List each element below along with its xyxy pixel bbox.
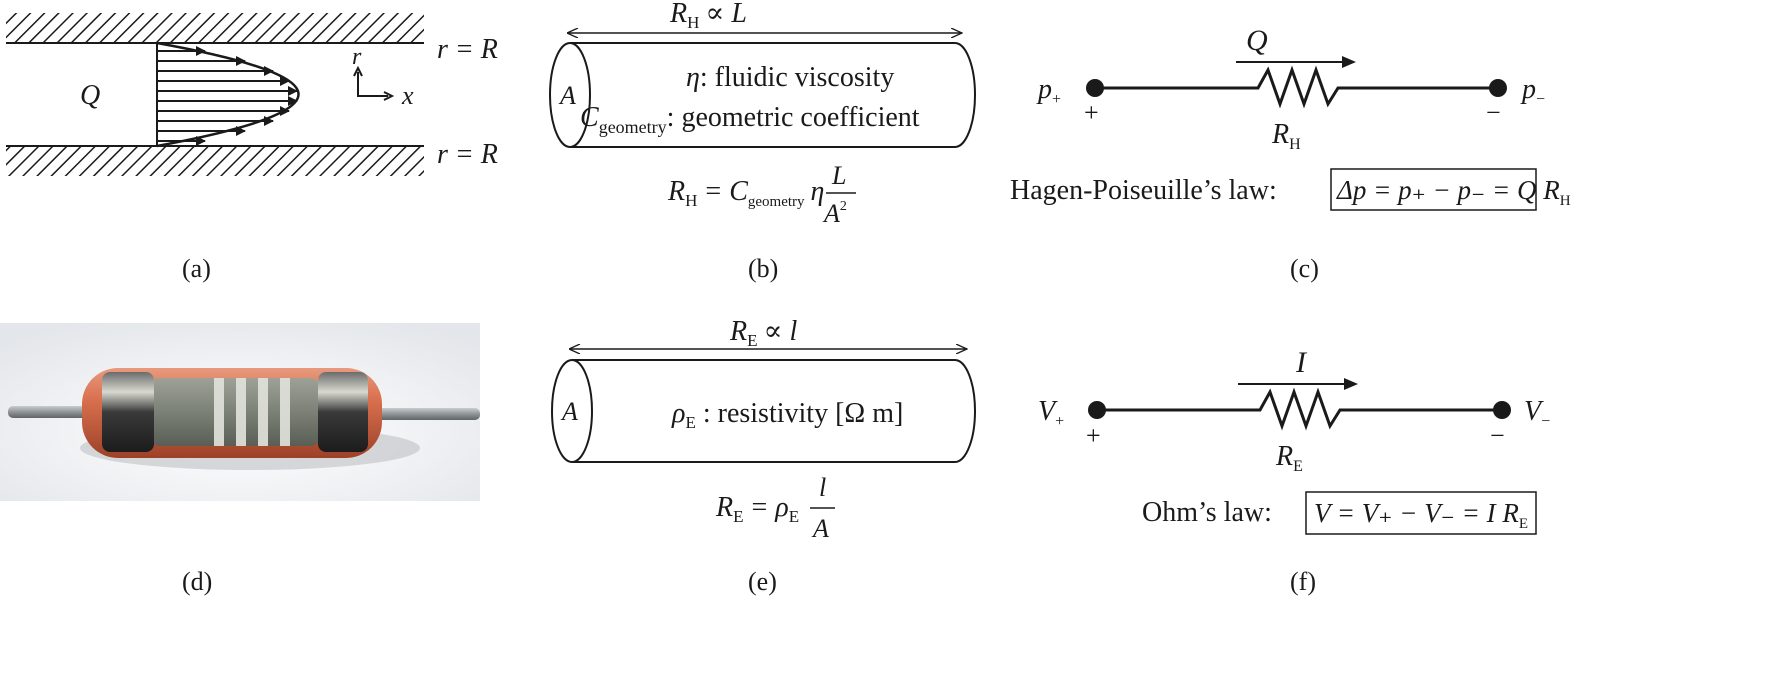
lead-wire-right <box>375 408 480 420</box>
resistivity-legend: ρE : resistivity [Ω m] <box>671 398 903 432</box>
label-p-plus: p+ <box>1036 74 1061 108</box>
end-cap-right <box>318 372 368 452</box>
geometry-legend: Cgeometry: geometric coefficient <box>580 102 920 137</box>
coordinate-axes <box>357 72 388 97</box>
viscosity-legend: η: fluidic viscosity <box>686 62 894 93</box>
svg-text:L: L <box>831 161 846 190</box>
caption-e: (e) <box>748 567 777 596</box>
wall-bottom-label: r = R <box>437 139 498 170</box>
length-relation: RE∝ l <box>729 316 797 350</box>
caption-a: (a) <box>182 254 211 283</box>
svg-text:A: A <box>811 514 829 543</box>
axis-x-label: x <box>401 81 414 110</box>
panel-e-diagram: RE∝ l A ρE : resistivity [Ω m] RE=ρE l A… <box>551 316 976 596</box>
law-label: Ohm’s law: <box>1142 497 1272 528</box>
label-p-minus: p− <box>1520 74 1545 108</box>
plus-sign: + <box>1084 98 1099 127</box>
minus-sign: − <box>1490 421 1505 450</box>
law-formula: V = V₊ − V₋ = I RE <box>1314 498 1528 532</box>
resistor-label: RH <box>1271 119 1301 153</box>
channel-cross-section <box>549 42 591 148</box>
resistor-photo: (d) <box>0 323 480 596</box>
panel-a-diagram: Q r x r = R r = R (a) <box>6 13 498 283</box>
law-formula: Δp = p₊ − p₋ = Q RH <box>1336 175 1571 209</box>
caption-c: (c) <box>1290 254 1319 283</box>
panel-f: I V+ V− + − RE Ohm’s law: V = V₊ − V₋ = … <box>1010 320 1767 685</box>
resistor-label: RE <box>1275 441 1303 475</box>
channel-cylinder-body <box>570 42 976 148</box>
length-relation: RH∝ L <box>669 0 747 32</box>
minus-sign: − <box>1486 98 1501 127</box>
panel-a: Q r x r = R r = R (a) <box>0 0 560 300</box>
caption-d: (d) <box>182 567 212 596</box>
panel-b: RH∝ L A η: fluidic viscosity Cgeometry: … <box>530 0 1000 300</box>
axis-r-label: r <box>352 44 362 70</box>
panel-c-diagram: Q p+ p− + − RH Hagen-Poiseuille’s law: Δ… <box>1010 24 1571 283</box>
svg-text:l: l <box>819 473 826 502</box>
flow-label-q: Q <box>1246 24 1268 57</box>
label-v-minus: V− <box>1524 396 1550 430</box>
label-v-plus: V+ <box>1038 396 1064 430</box>
panel-e: RE∝ l A ρE : resistivity [Ω m] RE=ρE l A… <box>530 316 1000 685</box>
caption-f: (f) <box>1290 567 1316 596</box>
top-wall <box>6 13 424 43</box>
resistor-core <box>150 378 320 446</box>
area-label: A <box>558 81 576 110</box>
velocity-arrows <box>157 46 298 146</box>
plus-sign: + <box>1086 421 1101 450</box>
electrical-resistor <box>1097 387 1502 431</box>
area-label: A <box>560 397 578 426</box>
law-formula-box <box>1330 168 1537 211</box>
panel-f-diagram: I V+ V− + − RE Ohm’s law: V = V₊ − V₋ = … <box>1038 346 1550 596</box>
flow-label-q: Q <box>80 80 100 111</box>
svg-text:A2: A2 <box>822 199 847 228</box>
law-label: Hagen-Poiseuille’s law: <box>1010 175 1277 206</box>
hydraulic-resistor <box>1095 65 1498 109</box>
caption-b: (b) <box>748 254 778 283</box>
end-cap-left <box>102 372 154 452</box>
conductor-cross-section <box>551 359 593 463</box>
wall-top-label: r = R <box>437 34 498 65</box>
bottom-wall <box>6 146 424 176</box>
panel-b-diagram: RH∝ L A η: fluidic viscosity Cgeometry: … <box>549 0 976 283</box>
law-formula-box <box>1305 491 1537 535</box>
conductor-cylinder-body <box>572 359 976 463</box>
panel-c: Q p+ p− + − RH Hagen-Poiseuille’s law: Δ… <box>1010 0 1767 300</box>
panel-d: (d) <box>0 320 560 685</box>
flow-label-i: I <box>1295 346 1308 379</box>
electrical-resistance-equation: RE=ρE l A <box>715 473 835 543</box>
color-bands <box>214 378 290 446</box>
svg-text:RE=ρE: RE=ρE <box>715 492 799 526</box>
